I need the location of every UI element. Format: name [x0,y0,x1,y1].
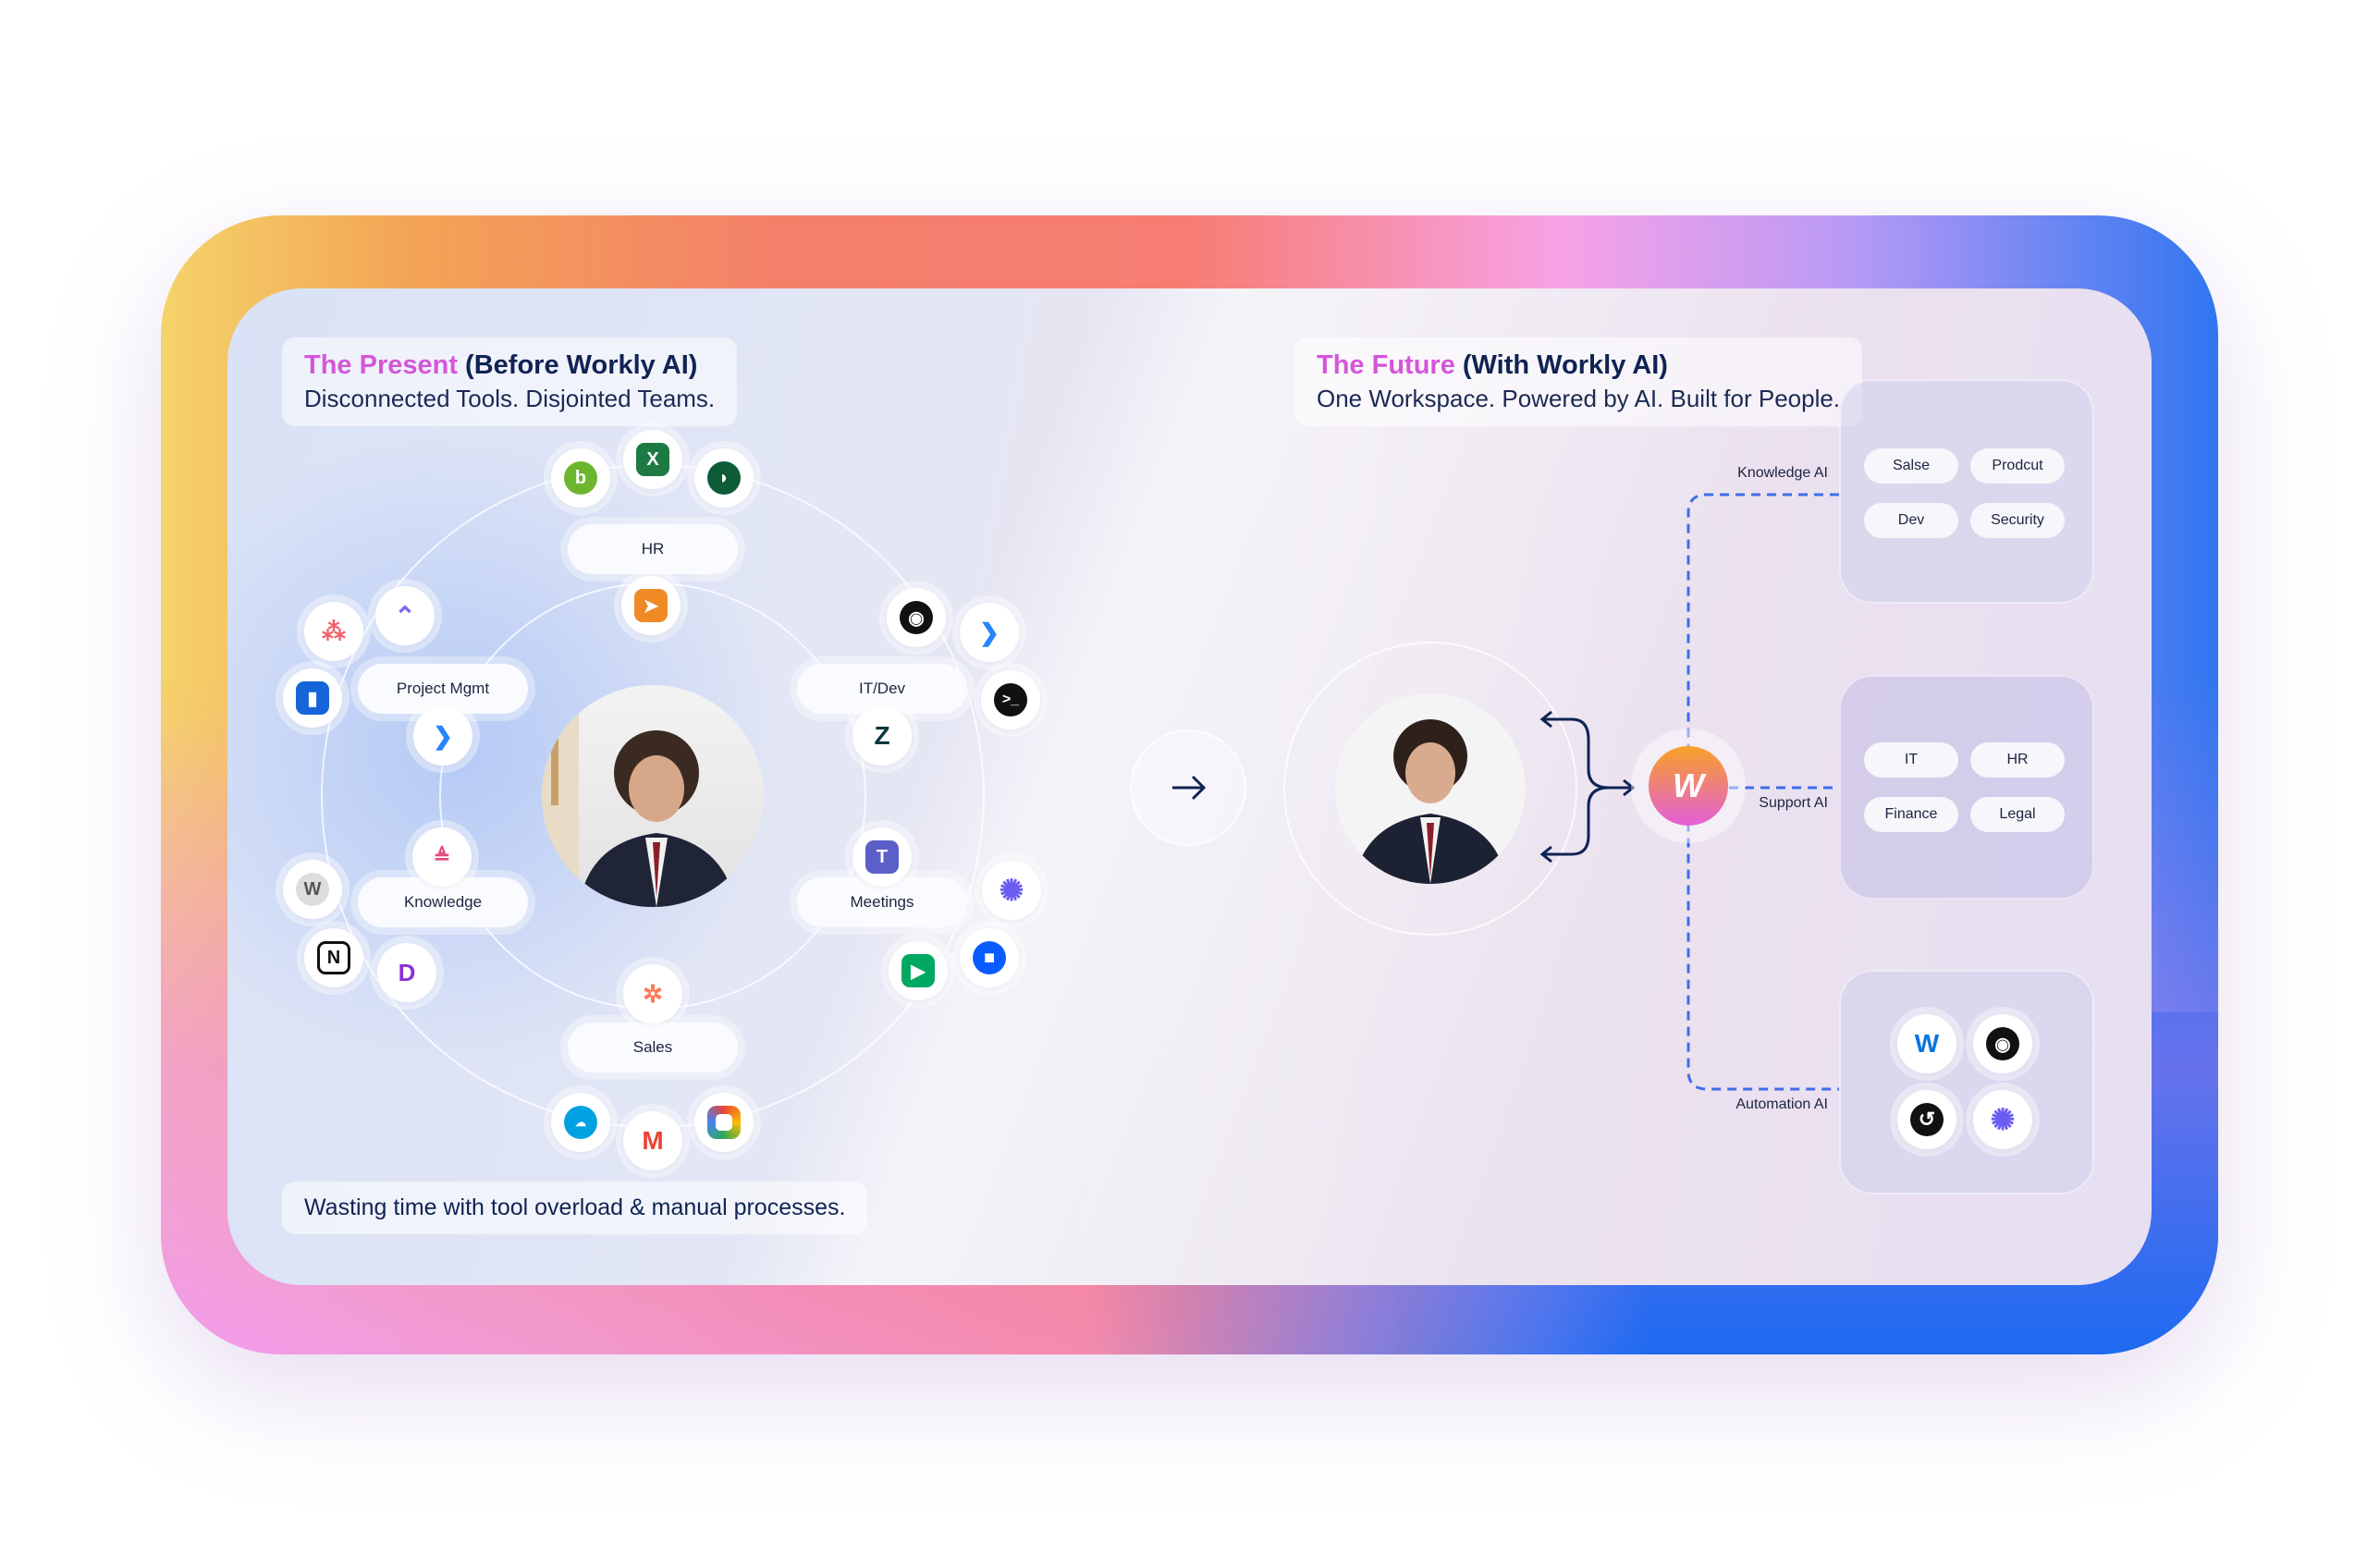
present-caption-box: Wasting time with tool overload & manual… [282,1182,868,1234]
chip-product: Prodcut [1970,448,2065,484]
clickup-icon: ⌃ [375,586,435,645]
future-title-box: The Future (With Workly AI) One Workspac… [1294,337,1863,426]
zoom-icon: ■ [960,928,1019,987]
future-title-highlight: The Future [1317,350,1455,380]
chip-security: Security [1970,503,2065,538]
green-hr-icon: ◗ [694,448,754,508]
chip-dev: Dev [1864,503,1958,538]
google-meet-icon: ▶ [889,941,948,1000]
present-title-highlight: The Present [304,350,458,380]
chip-it: IT [1864,742,1958,778]
present-title: The Present (Before Workly AI) [304,350,715,381]
wikipedia-icon: W [283,860,342,919]
asterisk-icon: ✺ [982,861,1041,920]
stressed-person-photo [542,685,764,907]
knowledge-ai-label: Knowledge AI [1737,465,1828,481]
transition-arrow-icon [1131,730,1245,845]
present-subtitle: Disconnected Tools. Disjointed Teams. [304,385,716,412]
salesforce-icon: ☁ [551,1093,610,1152]
github-icon: ◉ [887,588,946,647]
github-icon: ◉ [1973,1014,2032,1073]
present-caption: Wasting time with tool overload & manual… [304,1194,846,1220]
support-ai-box: IT HR Finance Legal [1839,675,2094,900]
colorful-ring-icon [694,1093,754,1152]
chip-hr: HR [1970,742,2065,778]
present-title-box: The Present (Before Workly AI) Disconnec… [282,337,738,426]
jira-icon: ❯ [413,706,472,766]
knowledge-ai-box: Salse Prodcut Dev Security [1839,379,2094,604]
asana-icon: ⁂ [304,602,363,661]
bamboohr-icon: b [551,448,610,508]
stack-icon: ≜ [412,827,472,887]
terminal-icon: >_ [981,670,1040,729]
workly-logo-icon: W [1649,746,1728,826]
workday-icon: W [1897,1014,1956,1073]
chip-legal: Legal [1970,797,2065,832]
dept-pill-sales: Sales [568,1023,738,1072]
automation-ai-label: Automation AI [1735,1096,1828,1112]
future-title-rest: (With Workly AI) [1454,350,1668,380]
trello-icon: ▮ [283,668,342,728]
dept-pill-hr: HR [568,524,738,574]
chip-finance: Finance [1864,797,1958,832]
asterisk-icon: ✺ [1973,1090,2032,1149]
circle-app-icon: ↺ [1897,1090,1956,1149]
future-title: The Future (With Workly AI) [1317,350,1840,381]
notion-icon: N [304,928,363,987]
support-ai-label: Support AI [1759,795,1828,811]
hubspot-icon: ✲ [623,964,682,1023]
happy-person-photo [1335,693,1526,884]
dept-pill-it-dev: IT/Dev [797,664,967,714]
teams-icon: T [852,827,912,887]
future-subtitle: One Workspace. Powered by AI. Built for … [1317,385,1841,412]
excel-icon: X [623,430,682,489]
zendesk-icon: Z [852,706,912,766]
chip-sales: Salse [1864,448,1958,484]
gmail-icon: M [623,1111,682,1170]
jira-icon: ❯ [960,603,1019,662]
present-title-rest: (Before Workly AI) [458,350,698,380]
dept-pill-project-mgmt: Project Mgmt [358,664,528,714]
purple-d-icon: D [377,943,436,1002]
automation-ai-box: W ◉ ↺ ✺ [1839,970,2094,1194]
orange-arrow-icon: ➤ [621,576,681,635]
